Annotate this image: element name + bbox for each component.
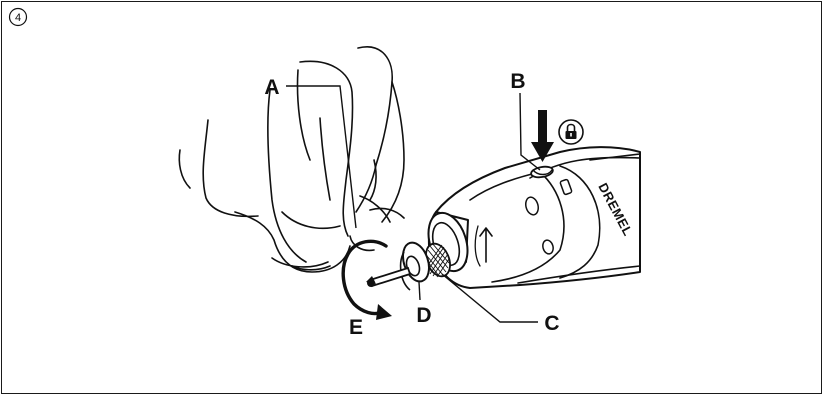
step-badge: 4 <box>10 9 27 26</box>
step-number: 4 <box>15 12 21 24</box>
callout-e: E <box>349 316 363 339</box>
callout-d: D <box>416 304 431 327</box>
hand-illustration <box>179 47 404 272</box>
callout-a: A <box>264 76 279 99</box>
lock-icon <box>559 120 583 144</box>
callout-b: B <box>510 70 525 93</box>
accessory-bit <box>366 268 410 287</box>
callout-c: C <box>544 312 559 335</box>
